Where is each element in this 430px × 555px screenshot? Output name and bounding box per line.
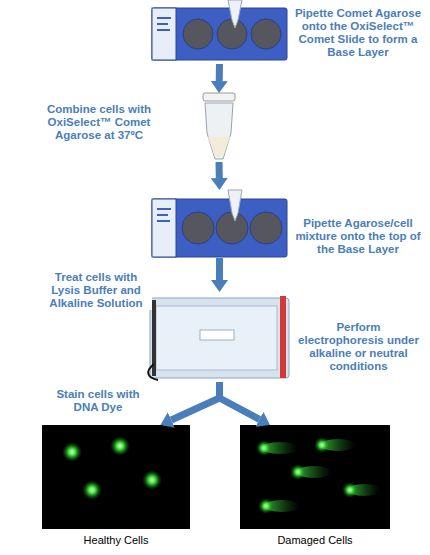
slide-well — [250, 212, 282, 244]
tank-electrode — [280, 296, 286, 378]
step-label: Treat cells with Lysis Buffer and Alkali… — [40, 271, 152, 310]
slide-well — [182, 212, 214, 244]
comet-slide — [152, 190, 287, 257]
cell-nucleus — [142, 470, 162, 490]
healthy-micrograph — [42, 425, 190, 529]
damaged-micrograph — [240, 425, 390, 529]
tank-photo: Perform electrophoresis under alkaline o… — [150, 292, 289, 382]
tank-slide — [200, 330, 234, 340]
slide-label-end — [152, 8, 176, 60]
cell-nucleus — [82, 480, 102, 500]
step-text: Combine cells with OxiSelect™ Comet Agar… — [36, 103, 162, 142]
tank-buffer — [156, 306, 277, 370]
panel-caption: Damaged Cells — [240, 534, 390, 547]
slide-photo: Pipette Comet Agarose onto the OxiSelect… — [152, 2, 287, 64]
tube-liquid — [208, 137, 230, 157]
flow-arrow — [216, 258, 223, 280]
slide-logo — [157, 209, 171, 221]
tank-wire — [148, 364, 158, 380]
slide-well — [216, 212, 248, 244]
flow-arrow — [171, 382, 219, 420]
microtube — [203, 93, 235, 159]
comet-head — [258, 498, 274, 514]
cell-nucleus — [110, 436, 130, 456]
tube-body — [205, 103, 233, 159]
step-text: Perform electrophoresis under alkaline o… — [293, 321, 424, 373]
flow-arrow — [216, 64, 223, 81]
slide-photo: Pipette Agarose/cell mixture onto the to… — [152, 190, 287, 258]
micrograph-panel: Healthy Cells — [42, 425, 190, 529]
tube-photo: Combine cells with OxiSelect™ Comet Agar… — [197, 93, 241, 162]
tank-body — [150, 298, 289, 378]
micrograph-panel: Damaged Cells — [240, 425, 390, 529]
flow-arrow — [220, 382, 260, 419]
tube-cap — [203, 93, 235, 101]
slide-body — [152, 199, 287, 257]
slide-well — [183, 19, 213, 49]
comet-head — [290, 464, 306, 480]
cell-nucleus — [62, 442, 82, 462]
slide-well — [217, 19, 247, 49]
comet-head — [256, 440, 272, 456]
step-label: Stain cells with DNA Dye — [44, 388, 152, 414]
micrograph-ground — [240, 425, 390, 529]
flow-arrow — [216, 162, 223, 178]
comet-head — [314, 437, 330, 453]
electrophoresis-tank — [148, 296, 289, 380]
pipette-tip — [228, 190, 242, 221]
step-text: Pipette Comet Agarose onto the OxiSelect… — [292, 7, 424, 59]
pipette-tip — [228, 0, 242, 28]
panel-caption: Healthy Cells — [42, 534, 190, 547]
micrograph-ground — [42, 425, 190, 529]
slide-label-end — [152, 199, 176, 257]
slide-body — [152, 8, 287, 60]
comet-slide — [152, 0, 287, 60]
step-text: Pipette Agarose/cell mixture onto the to… — [292, 217, 424, 256]
comet-head — [342, 482, 358, 498]
slide-well — [251, 19, 281, 49]
slide-logo — [157, 18, 171, 30]
